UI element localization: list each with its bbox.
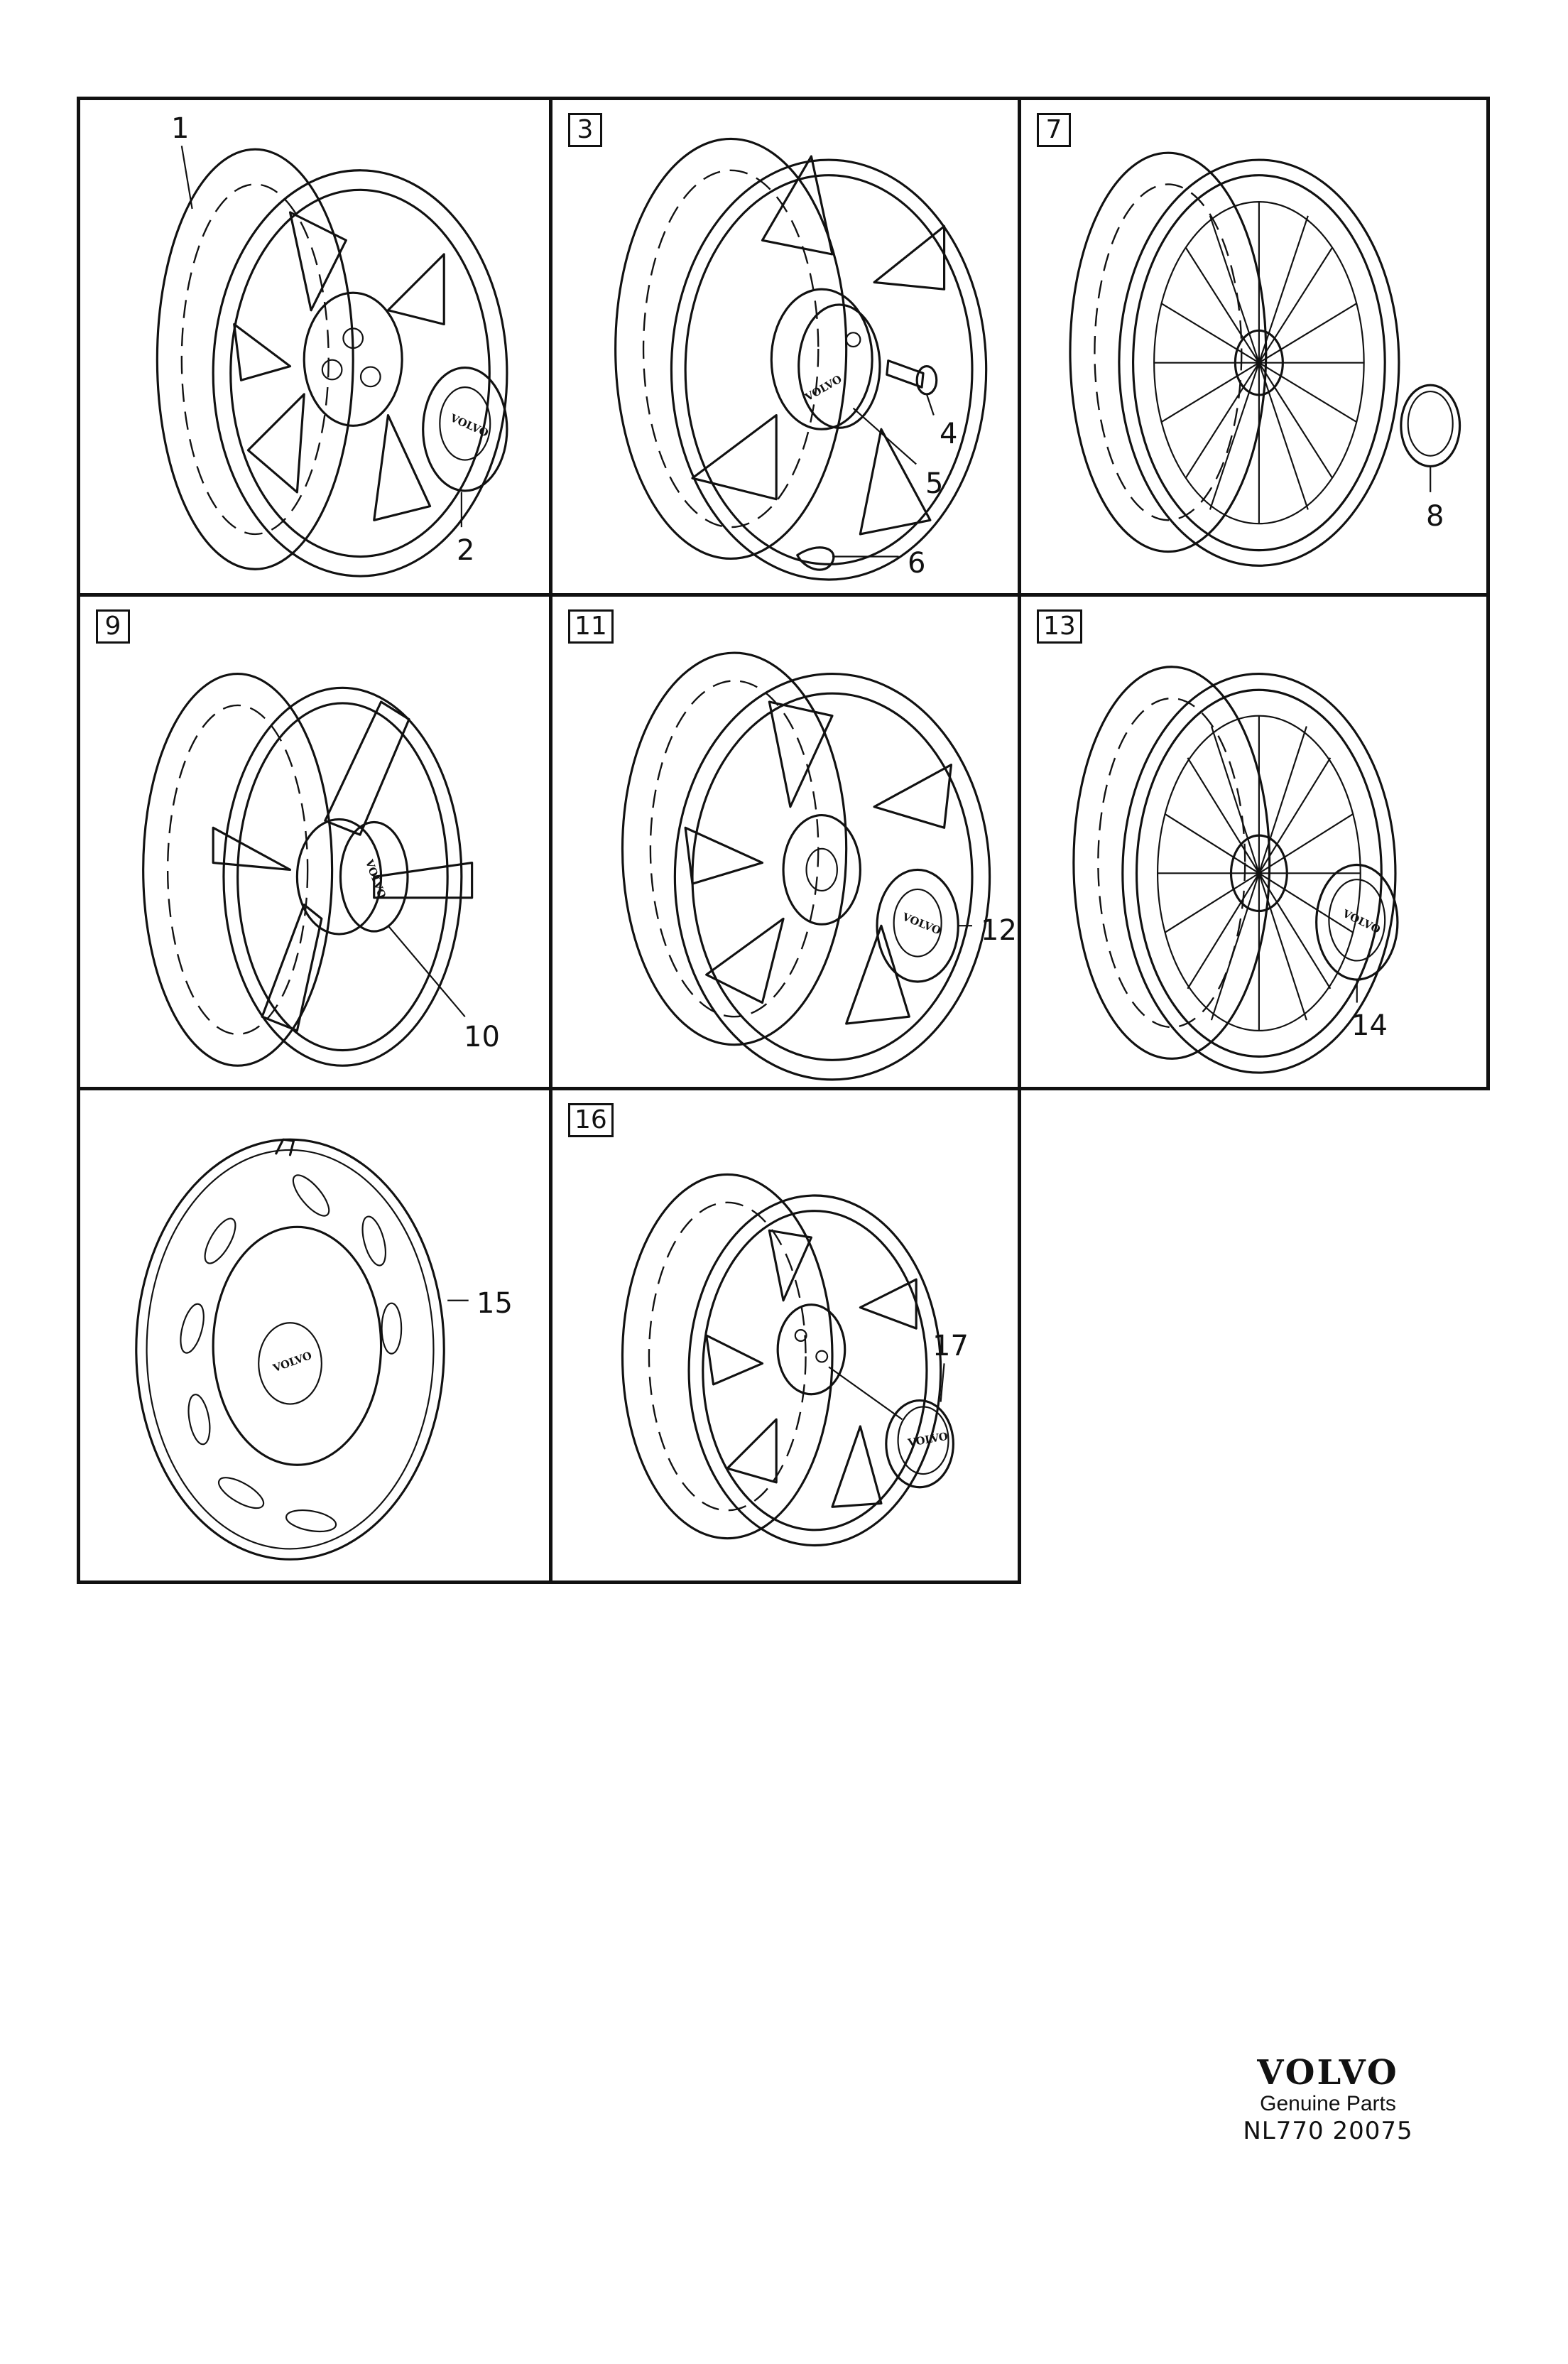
callout-14: 14 [1351,1009,1388,1042]
wheel-rim-illustration-icon: VOLVO [614,137,988,581]
diagram-cell-15: VOLVO 15 [77,1087,552,1584]
wheel-rim-illustration-icon [1069,151,1461,567]
diagram-cell-1: VOLVO 1 2 [77,97,552,597]
diagram-cell-13: VOLVO 13 14 [1018,593,1490,1090]
variant-box-11: 11 [568,609,614,644]
hubcap-logo: VOLVO [1340,907,1382,936]
variant-box-16: 16 [568,1103,614,1137]
wheel-rim-illustration-icon: VOLVO [156,146,508,578]
variant-box-13: 13 [1037,609,1082,644]
wheel-cover-icon: VOLVO [135,1138,469,1561]
diagram-cell-7: 7 8 [1018,97,1490,597]
hubcap-logo: VOLVO [900,911,942,937]
brand-block: VOLVO Genuine Parts NL770 20075 [1236,2054,1420,2145]
callout-10: 10 [464,1021,500,1053]
wheel-rim-illustration-icon: VOLVO [621,651,991,1081]
hubcap-logo: VOLVO [271,1350,313,1375]
diagram-cell-3: VOLVO 3 4 5 6 [549,97,1021,597]
variant-box-9: 9 [96,609,130,644]
callout-6: 6 [908,547,926,580]
wheel-rim-illustration-icon: VOLVO [621,1173,954,1547]
hubcap-logo: VOLVO [363,857,388,900]
brand-tagline: Genuine Parts [1260,2092,1396,2115]
wheel-rim-illustration-icon: VOLVO [1072,666,1399,1074]
callout-15: 15 [477,1287,513,1320]
wheel-rim-illustration-icon: VOLVO [142,673,474,1067]
callout-5: 5 [925,467,944,500]
volvo-logo: VOLVO [1257,2053,1399,2093]
diagram-cell-16: VOLVO 16 17 [549,1087,1021,1584]
diagram-cell-9: VOLVO 9 10 [77,593,552,1090]
callout-4: 4 [940,418,958,450]
variant-box-7: 7 [1037,113,1071,147]
diagram-cell-11: VOLVO 11 12 [549,593,1021,1090]
callout-12: 12 [981,914,1017,947]
hubcap-logo: VOLVO [802,373,844,404]
variant-box-3: 3 [568,113,602,147]
callout-8: 8 [1426,500,1444,533]
callout-2: 2 [457,534,475,567]
callout-1: 1 [171,112,190,145]
hubcap-logo: VOLVO [447,412,490,440]
diagram-code: NL770 20075 [1243,2117,1413,2145]
parts-diagram-grid: VOLVO 1 2 VOLVO 3 4 [77,97,1490,1584]
callout-17: 17 [932,1330,969,1362]
